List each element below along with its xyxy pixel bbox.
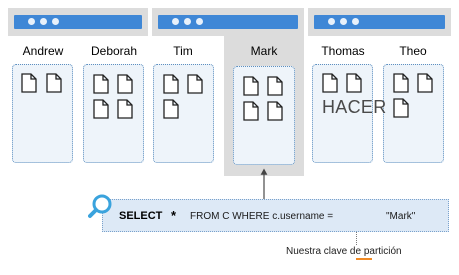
document-icon (417, 73, 433, 93)
document-icon (393, 73, 409, 93)
server-bar (158, 15, 298, 29)
partition-label-deborah: Deborah (90, 44, 138, 58)
partition-box-mark (233, 66, 295, 165)
status-light (352, 18, 359, 25)
arrow-to-partition (260, 168, 268, 199)
document-icon (117, 74, 133, 94)
status-light (172, 18, 179, 25)
document-icon (243, 101, 259, 121)
server-1 (8, 8, 148, 36)
caption-accent-underline (356, 258, 372, 260)
partition-box-theo (383, 64, 444, 163)
status-light (184, 18, 191, 25)
status-light (52, 18, 59, 25)
server-3 (308, 8, 451, 36)
document-icon (117, 99, 133, 119)
status-light (340, 18, 347, 25)
document-icon (346, 73, 362, 93)
overlay-text: HACER (322, 97, 387, 117)
query-clause: FROM C WHERE c.username = (190, 211, 334, 222)
partition-label-tim: Tim (173, 44, 193, 58)
query-star: * (171, 208, 177, 223)
document-icon (93, 99, 109, 119)
partition-label-andrew: Andrew (22, 44, 64, 58)
document-icon (46, 73, 62, 93)
partition-box-deborah (83, 64, 144, 163)
partition-label-mark: Mark (250, 44, 278, 58)
status-light (40, 18, 47, 25)
server-bar (314, 15, 445, 29)
partition-label-thomas: Thomas (321, 44, 365, 58)
document-icon (163, 99, 179, 119)
document-icon (21, 73, 37, 93)
server-2 (152, 8, 304, 36)
partition-label-theo: Theo (399, 44, 427, 58)
search-icon (88, 194, 112, 218)
query-keyword-select: SELECT (119, 210, 163, 222)
document-icon (93, 74, 109, 94)
caption-leader-line (356, 232, 357, 245)
document-icon (322, 73, 338, 93)
query-box (102, 199, 449, 232)
partition-box-andrew (12, 64, 73, 163)
document-icon (267, 101, 283, 121)
status-light (328, 18, 335, 25)
document-icon (187, 74, 203, 94)
document-icon (163, 74, 179, 94)
partition-key-caption: Nuestra clave de partición (286, 246, 402, 257)
status-light (28, 18, 35, 25)
partition-box-tim (153, 64, 214, 163)
document-icon (267, 76, 283, 96)
status-light (196, 18, 203, 25)
document-icon (393, 98, 409, 118)
partition-box-thomas (312, 64, 373, 163)
query-value: "Mark" (386, 211, 416, 222)
document-icon (243, 76, 259, 96)
